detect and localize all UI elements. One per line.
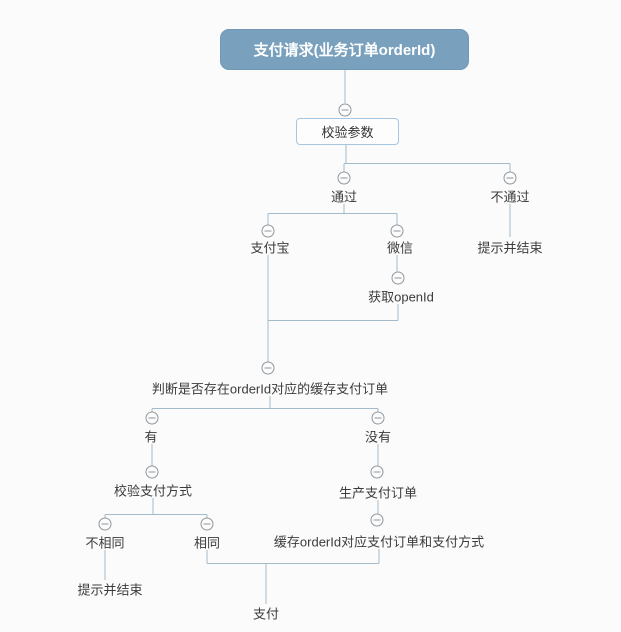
collapse-icon-no-cache[interactable] bbox=[371, 411, 385, 425]
collapse-icon-create-pay-order[interactable] bbox=[370, 465, 384, 479]
node-not-same[interactable]: 不相同 bbox=[85, 535, 125, 551]
collapse-icon-cache-pay-order[interactable] bbox=[370, 513, 384, 527]
node-validate-params[interactable]: 校验参数 bbox=[296, 118, 399, 145]
node-fail[interactable]: 不通过 bbox=[490, 189, 530, 205]
collapse-icon-wechat[interactable] bbox=[390, 224, 404, 238]
collapse-icon-check-cache[interactable] bbox=[261, 361, 275, 375]
collapse-icon-has-cache[interactable] bbox=[145, 411, 159, 425]
collapse-icon-same[interactable] bbox=[200, 517, 214, 531]
collapse-icon-fail[interactable] bbox=[503, 171, 517, 185]
node-no-cache[interactable]: 没有 bbox=[364, 429, 392, 445]
node-get-openid[interactable]: 获取openId bbox=[368, 289, 434, 305]
collapse-icon-not-same[interactable] bbox=[98, 517, 112, 531]
collapse-icon-verify-pay-method[interactable] bbox=[145, 465, 159, 479]
node-has-cache[interactable]: 有 bbox=[144, 429, 158, 445]
node-wechat[interactable]: 微信 bbox=[386, 240, 414, 256]
node-pay[interactable]: 支付 bbox=[252, 606, 280, 622]
collapse-icon-get-openid[interactable] bbox=[391, 271, 405, 285]
node-check-cache[interactable]: 判断是否存在orderId对应的缓存支付订单 bbox=[151, 381, 389, 397]
node-not-same-end[interactable]: 提示并结束 bbox=[77, 582, 143, 598]
collapse-icon-alipay[interactable] bbox=[261, 224, 275, 238]
collapse-icon-pass[interactable] bbox=[337, 171, 351, 185]
node-cache-pay-order[interactable]: 缓存orderId对应支付订单和支付方式 bbox=[273, 534, 485, 550]
node-same[interactable]: 相同 bbox=[193, 535, 221, 551]
node-alipay[interactable]: 支付宝 bbox=[250, 240, 290, 256]
node-fail-end[interactable]: 提示并结束 bbox=[477, 240, 543, 256]
node-payment-request[interactable]: 支付请求(业务订单orderId) bbox=[220, 29, 469, 70]
node-verify-pay-method[interactable]: 校验支付方式 bbox=[113, 483, 193, 499]
collapse-icon-validate-params[interactable] bbox=[338, 103, 352, 117]
node-pass[interactable]: 通过 bbox=[330, 189, 358, 205]
node-create-pay-order[interactable]: 生产支付订单 bbox=[338, 485, 418, 501]
